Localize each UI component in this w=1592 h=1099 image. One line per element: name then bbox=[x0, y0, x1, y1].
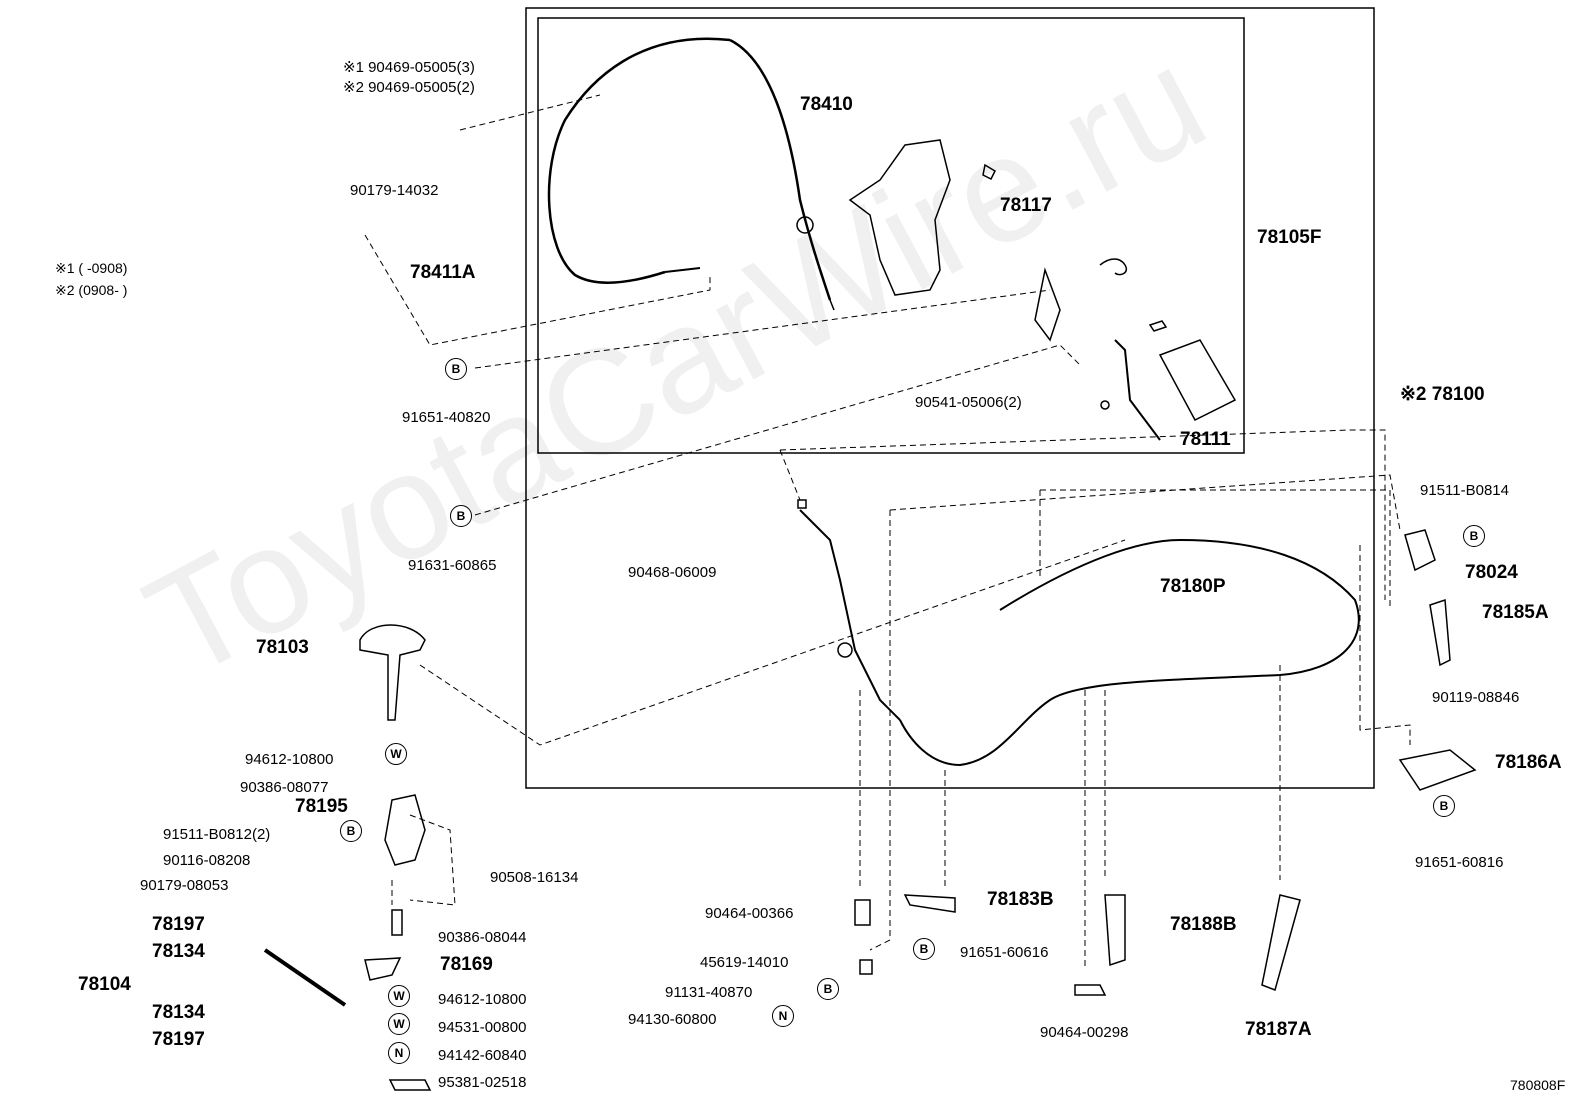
note-1: ※1 ( -0908) bbox=[55, 260, 128, 276]
label-94130-60800: 94130-60800 bbox=[628, 1011, 717, 1028]
label-78111: 78111 bbox=[1180, 429, 1231, 450]
label-94142-60840: 94142-60840 bbox=[438, 1047, 527, 1064]
label-78103: 78103 bbox=[256, 637, 309, 658]
pedal-lever-78103 bbox=[359, 624, 426, 721]
label-78117: 78117 bbox=[1000, 195, 1052, 216]
label-94612-10800-b: 94612-10800 bbox=[438, 991, 527, 1008]
label-90386-08044: 90386-08044 bbox=[438, 929, 527, 946]
diagram-id: 780808F bbox=[1510, 1077, 1566, 1093]
label-78188B: 78188B bbox=[1170, 914, 1237, 935]
upper-cable-inner bbox=[729, 38, 832, 301]
label-78410: 78410 bbox=[800, 94, 853, 115]
bracket-78024 bbox=[1404, 529, 1436, 572]
inner-assembly-frame bbox=[537, 17, 1245, 454]
label-78183B: 78183B bbox=[987, 889, 1054, 910]
bracket-78186A bbox=[1398, 749, 1477, 791]
upper-cable bbox=[547, 37, 731, 284]
pedal-pad bbox=[1158, 339, 1237, 421]
label-78169: 78169 bbox=[440, 954, 493, 975]
label-91131-40870: 91131-40870 bbox=[665, 984, 753, 1001]
label-90179-08053: 90179-08053 bbox=[140, 877, 229, 894]
label-90464-00298: 90464-00298 bbox=[1040, 1024, 1129, 1041]
label-91651-40820: 91651-40820 bbox=[402, 409, 491, 426]
pedal-bracket bbox=[848, 139, 951, 296]
label-78100: ※2 78100 bbox=[1400, 384, 1485, 405]
clamp-78183B bbox=[903, 894, 956, 913]
bracket-78185A bbox=[1429, 598, 1451, 667]
label-78197-b: 78197 bbox=[152, 1029, 205, 1050]
label-78185A: 78185A bbox=[1482, 602, 1549, 623]
rod-78134 bbox=[263, 948, 347, 1007]
label-90468-06009: 90468-06009 bbox=[628, 564, 717, 581]
symbol-b-91651-60816: B bbox=[1433, 795, 1455, 817]
label-95381-02518: 95381-02518 bbox=[438, 1074, 527, 1091]
label-78134-a: 78134 bbox=[152, 941, 205, 962]
label-78105F: 78105F bbox=[1257, 227, 1322, 248]
label-91651-60616: 91651-60616 bbox=[960, 944, 1049, 961]
label-90179-14032: 90179-14032 bbox=[350, 182, 439, 199]
label-90386-08077: 90386-08077 bbox=[240, 779, 329, 796]
label-90508-16134: 90508-16134 bbox=[490, 869, 579, 886]
label-78187A: 78187A bbox=[1245, 1019, 1312, 1040]
label-94612-10800-a: 94612-10800 bbox=[245, 751, 334, 768]
label-91511-B0812: 91511-B0812(2) bbox=[163, 826, 271, 843]
symbol-b-91631-60865: B bbox=[450, 505, 472, 527]
bracket-78195 bbox=[384, 794, 426, 866]
symbol-w-94612-b: W bbox=[388, 985, 410, 1007]
label-90541-05006: 90541-05006(2) bbox=[915, 394, 1022, 411]
note-2: ※2 (0908- ) bbox=[55, 282, 128, 298]
pedal-cable bbox=[799, 509, 901, 721]
label-78104: 78104 bbox=[78, 974, 131, 995]
label-94531-00800: 94531-00800 bbox=[438, 1019, 527, 1036]
pedal-arm bbox=[1034, 267, 1061, 342]
label-78024: 78024 bbox=[1465, 562, 1518, 583]
label-90464-00366: 90464-00366 bbox=[705, 905, 794, 922]
symbol-w-94612-a: W bbox=[385, 743, 407, 765]
label-91631-60865: 91631-60865 bbox=[408, 557, 497, 574]
bracket-78188B bbox=[1104, 894, 1126, 967]
label-91511-B0814: 91511-B0814 bbox=[1420, 482, 1509, 499]
label-78186A: 78186A bbox=[1495, 752, 1562, 773]
symbol-b-91131-40870: B bbox=[817, 978, 839, 1000]
symbol-b-91651-60616: B bbox=[913, 938, 935, 960]
symbol-b-91511-B0814: B bbox=[1463, 525, 1485, 547]
outer-assembly-frame bbox=[525, 7, 1375, 789]
label-90469-05005-note1: ※1 90469-05005(3) bbox=[343, 59, 475, 76]
parking-cable bbox=[899, 538, 1360, 767]
symbol-w-94531: W bbox=[388, 1013, 410, 1035]
label-78197-a: 78197 bbox=[152, 914, 205, 935]
label-78411A: 78411A bbox=[410, 262, 476, 283]
symbol-b-91651-40820: B bbox=[445, 358, 467, 380]
label-91651-60816: 91651-60816 bbox=[1415, 854, 1504, 871]
label-90119-08846: 90119-08846 bbox=[1432, 689, 1520, 706]
symbol-b-91511-B0812: B bbox=[340, 820, 362, 842]
label-78180P: 78180P bbox=[1160, 576, 1226, 597]
label-78134-b: 78134 bbox=[152, 1002, 205, 1023]
label-90469-05005-note2: ※2 90469-05005(2) bbox=[343, 79, 475, 96]
label-45619-14010: 45619-14010 bbox=[700, 954, 789, 971]
symbol-n-94142: N bbox=[388, 1042, 410, 1064]
label-90116-08208: 90116-08208 bbox=[163, 852, 251, 869]
bracket-78187A bbox=[1261, 894, 1301, 991]
label-78195: 78195 bbox=[295, 796, 348, 817]
symbol-n-94130: N bbox=[772, 1005, 794, 1027]
